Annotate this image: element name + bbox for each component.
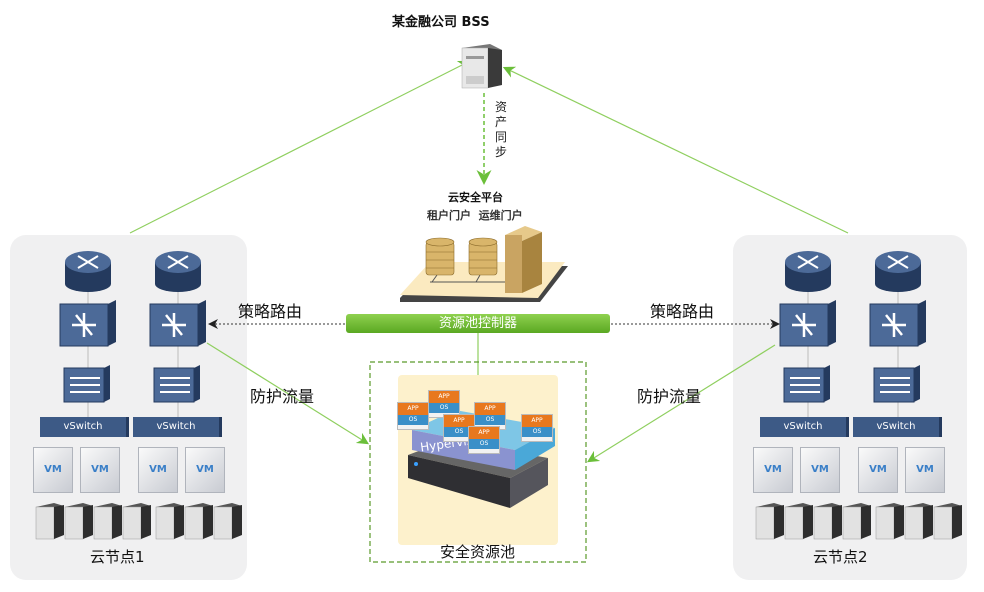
- protect-traffic-label-right: 防护流量: [637, 387, 702, 406]
- physical-server-icon: [155, 503, 184, 540]
- platform-title: 云安全平台: [448, 191, 503, 204]
- vswitch: vSwitch: [853, 417, 942, 437]
- vm-icon: VM: [185, 447, 225, 493]
- physical-server-icon: [875, 503, 904, 540]
- router-icon: [155, 251, 201, 292]
- physical-server-icon: [842, 503, 871, 540]
- l2-switch-icon: [63, 365, 110, 403]
- l3-switch-icon: [779, 300, 836, 347]
- bss-server-icon: [461, 44, 502, 89]
- vm-icon: VM: [858, 447, 898, 493]
- os-layer: OS: [469, 439, 499, 449]
- bss-title: 某金融公司 BSS: [392, 15, 490, 30]
- physical-server-icon: [93, 503, 122, 540]
- os-layer: OS: [522, 427, 552, 437]
- protect-traffic-left-arrow: [206, 342, 370, 445]
- protect-traffic-right-arrow: [586, 344, 776, 463]
- router-icon: [785, 251, 831, 292]
- physical-server-icon: [784, 503, 813, 540]
- l3-switch-icon: [869, 300, 926, 347]
- l3-switch-icon: [149, 300, 206, 347]
- cloud-security-platform-icon: [400, 226, 568, 302]
- platform-portals: 租户门户 运维门户: [427, 209, 523, 222]
- node1-to-bss-line: [129, 60, 471, 234]
- vm-icon: VM: [33, 447, 73, 493]
- os-layer: OS: [475, 415, 505, 425]
- physical-server-icon: [35, 503, 64, 540]
- vm-icon: VM: [138, 447, 178, 493]
- app-layer: APP: [429, 391, 459, 403]
- os-layer: OS: [398, 415, 428, 425]
- vm-icon: VM: [905, 447, 945, 493]
- policy-route-label-left: 策略路由: [238, 302, 303, 321]
- physical-server-icon: [755, 503, 784, 540]
- vswitch: vSwitch: [40, 417, 129, 437]
- app-layer: APP: [469, 427, 499, 439]
- policy-route-label-right: 策略路由: [650, 302, 715, 321]
- l2-switch-icon: [783, 365, 830, 403]
- physical-server-icon: [184, 503, 213, 540]
- vswitch: vSwitch: [133, 417, 222, 437]
- app-layer: APP: [398, 403, 428, 415]
- app-layer: APP: [475, 403, 505, 415]
- os-layer: OS: [429, 403, 459, 413]
- l2-switch-icon: [873, 365, 920, 403]
- resource-pool-controller[interactable]: 资源池控制器: [346, 314, 610, 333]
- router-icon: [875, 251, 921, 292]
- node2-to-bss-line: [502, 66, 849, 234]
- protect-traffic-label-left: 防护流量: [250, 387, 315, 406]
- app-layer: APP: [522, 415, 552, 427]
- physical-server-icon: [122, 503, 151, 540]
- router-icon: [65, 251, 111, 292]
- l2-switch-icon: [153, 365, 200, 403]
- security-pool-boundary: [369, 361, 587, 563]
- vm-icon: VM: [80, 447, 120, 493]
- physical-server-icon: [813, 503, 842, 540]
- vm-icon: VM: [800, 447, 840, 493]
- vm-icon: VM: [753, 447, 793, 493]
- app-layer: APP: [444, 415, 474, 427]
- l3-switch-icon: [59, 300, 116, 347]
- security-pool-label: 安全资源池: [440, 543, 516, 561]
- cloud-node-label: 云节点1: [90, 548, 145, 566]
- physical-server-icon: [213, 503, 242, 540]
- os-layer: OS: [444, 427, 474, 437]
- physical-server-icon: [64, 503, 93, 540]
- asset-sync-label: 资产同步: [494, 100, 507, 159]
- vswitch: vSwitch: [760, 417, 849, 437]
- physical-server-icon: [904, 503, 933, 540]
- physical-server-icon: [933, 503, 962, 540]
- cloud-node-label: 云节点2: [813, 548, 868, 566]
